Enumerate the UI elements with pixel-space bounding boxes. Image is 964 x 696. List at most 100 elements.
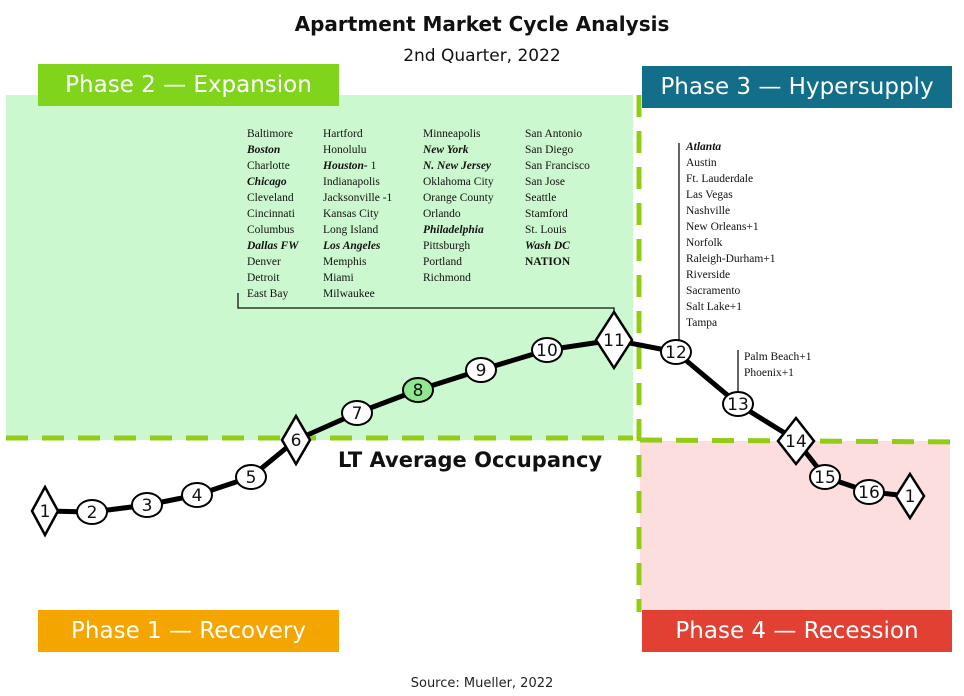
point-13-cities: Palm Beach+1 Phoenix+1 bbox=[744, 349, 811, 381]
city: Honolulu bbox=[323, 144, 367, 156]
city: Nashville bbox=[686, 205, 731, 217]
node-8-current: 8 bbox=[402, 377, 434, 403]
node-4: 4 bbox=[181, 482, 213, 508]
node-15: 15 bbox=[809, 464, 841, 490]
city: Detroit bbox=[247, 272, 280, 284]
svg-text:3: 3 bbox=[142, 496, 153, 516]
city: Baltimore bbox=[247, 128, 293, 140]
city: Miami bbox=[323, 272, 354, 284]
node-6: 6 bbox=[280, 413, 312, 467]
node-13: 13 bbox=[722, 391, 754, 417]
city: Boston bbox=[247, 144, 281, 156]
expansion-zone bbox=[6, 95, 633, 440]
city: Hartford bbox=[323, 128, 363, 140]
city: Jacksonville -1 bbox=[323, 192, 393, 204]
phase-1-label: Phase 1 — Recovery bbox=[38, 610, 339, 652]
phase-3-label: Phase 3 — Hypersupply bbox=[642, 66, 952, 108]
city: Richmond bbox=[423, 272, 471, 284]
city: San Diego bbox=[525, 144, 574, 156]
svg-text:5: 5 bbox=[246, 468, 257, 488]
city: Minneapolis bbox=[423, 128, 481, 140]
node-16: 16 bbox=[853, 479, 885, 505]
node-3: 3 bbox=[131, 492, 163, 518]
svg-text:13: 13 bbox=[727, 395, 749, 415]
city: Orlando bbox=[423, 208, 461, 220]
recession-zone bbox=[640, 441, 950, 612]
city: Houston- bbox=[323, 160, 368, 172]
city: Wash DC bbox=[525, 240, 570, 252]
point-12-cities: Atlanta Austin Ft. Lauderdale Las Vegas … bbox=[686, 139, 776, 331]
city-with-suffix: Houston- 1 bbox=[323, 158, 392, 174]
city: Oklahoma City bbox=[423, 176, 494, 188]
point-11-cities-col1: Baltimore Boston Charlotte Chicago Cleve… bbox=[247, 126, 298, 302]
city-suffix: 1 bbox=[367, 160, 377, 172]
city: San Antonio bbox=[525, 128, 583, 140]
svg-text:7: 7 bbox=[352, 404, 363, 424]
svg-text:8: 8 bbox=[413, 381, 424, 401]
svg-text:14: 14 bbox=[785, 432, 807, 452]
point-11-cities-col4: San Antonio San Diego San Francisco San … bbox=[525, 126, 590, 270]
city: Chicago bbox=[247, 176, 287, 188]
city: Kansas City bbox=[323, 208, 379, 220]
node-10: 10 bbox=[531, 337, 563, 363]
city: Dallas FW bbox=[247, 240, 299, 252]
phase-2-label: Phase 2 — Expansion bbox=[38, 64, 339, 106]
city: Las Vegas bbox=[686, 189, 733, 201]
svg-text:1: 1 bbox=[905, 487, 916, 507]
phase-4-label: Phase 4 — Recession bbox=[642, 610, 952, 652]
point-11-cities-col3: Minneapolis New York N. New Jersey Oklah… bbox=[423, 126, 494, 286]
city: Salt Lake+1 bbox=[686, 301, 742, 313]
node-7: 7 bbox=[341, 400, 373, 426]
point-11-cities-col2: Hartford Honolulu Houston- 1 Indianapoli… bbox=[323, 126, 392, 302]
chart-subtitle: 2nd Quarter, 2022 bbox=[403, 46, 561, 66]
city: Norfolk bbox=[686, 237, 723, 249]
city: St. Louis bbox=[525, 224, 567, 236]
svg-text:10: 10 bbox=[536, 341, 558, 361]
city: Atlanta bbox=[686, 141, 722, 153]
node-5: 5 bbox=[235, 464, 267, 490]
source-note: Source: Mueller, 2022 bbox=[410, 676, 554, 691]
svg-text:12: 12 bbox=[665, 343, 687, 363]
city: Philadelphia bbox=[423, 224, 484, 236]
city: Milwaukee bbox=[323, 288, 375, 300]
city: Cincinnati bbox=[247, 208, 295, 220]
city: East Bay bbox=[247, 288, 289, 300]
svg-text:4: 4 bbox=[192, 486, 203, 506]
chart-title: Apartment Market Cycle Analysis bbox=[294, 12, 670, 36]
city: New Orleans+1 bbox=[686, 221, 759, 233]
node-11: 11 bbox=[594, 309, 634, 371]
city: Los Angeles bbox=[323, 240, 381, 252]
city: Palm Beach+1 bbox=[744, 351, 812, 363]
node-12: 12 bbox=[660, 339, 692, 365]
city: Columbus bbox=[247, 224, 295, 236]
city: Raleigh-Durham+1 bbox=[686, 253, 776, 265]
city: Orange County bbox=[423, 192, 494, 204]
city: Cleveland bbox=[247, 192, 294, 204]
city: Stamford bbox=[525, 208, 568, 220]
node-14: 14 bbox=[776, 415, 816, 467]
city: Austin bbox=[686, 157, 717, 169]
lt-average-occupancy-label: LT Average Occupancy bbox=[338, 448, 603, 472]
city: Seattle bbox=[525, 192, 557, 204]
svg-text:16: 16 bbox=[858, 483, 880, 503]
city: San Francisco bbox=[525, 160, 590, 172]
svg-text:1: 1 bbox=[40, 502, 51, 522]
city: Sacramento bbox=[686, 285, 741, 297]
city: Memphis bbox=[323, 256, 367, 268]
city: NATION bbox=[525, 256, 571, 268]
city: Portland bbox=[423, 256, 462, 268]
svg-text:15: 15 bbox=[814, 468, 836, 488]
city: Riverside bbox=[686, 269, 731, 281]
node-1-start: 1 bbox=[30, 484, 60, 538]
city: Phoenix+1 bbox=[744, 367, 794, 379]
city: N. New Jersey bbox=[423, 160, 492, 172]
node-1-end: 1 bbox=[894, 471, 926, 521]
svg-text:6: 6 bbox=[291, 431, 302, 451]
city: Denver bbox=[247, 256, 281, 268]
city: Charlotte bbox=[247, 160, 290, 172]
city: Pittsburgh bbox=[423, 240, 471, 252]
svg-text:11: 11 bbox=[603, 331, 625, 351]
city: Long Island bbox=[323, 224, 379, 236]
svg-text:9: 9 bbox=[476, 361, 487, 381]
